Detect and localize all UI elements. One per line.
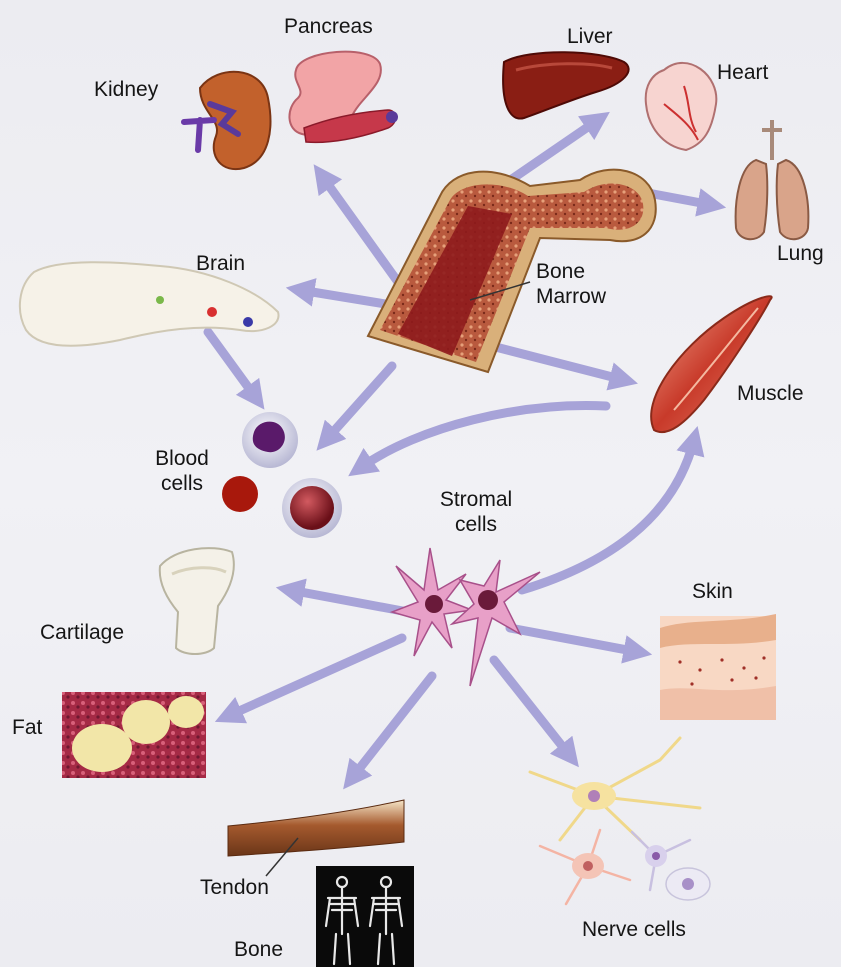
label-skin: Skin	[692, 579, 733, 604]
label-kidney: Kidney	[94, 77, 158, 102]
muscle-icon	[651, 296, 771, 432]
label-blood-cells-line-1: Blood	[142, 446, 222, 471]
label-lung: Lung	[777, 241, 824, 266]
label-stromal-cells-line-2: cells	[416, 512, 536, 537]
fat-tissue-icon	[62, 692, 206, 778]
nerve-cells-icon	[530, 738, 710, 904]
arrow-stromal-to-cartilage	[290, 590, 408, 612]
arrow-marrow-to-lung	[648, 193, 712, 205]
bone-skeleton-icon	[316, 866, 414, 967]
arrow-marrow-to-pancreas	[322, 176, 408, 296]
heart-icon	[646, 63, 717, 150]
arrow-marrow-to-muscle	[484, 344, 624, 380]
label-tendon: Tendon	[200, 875, 269, 900]
label-pancreas: Pancreas	[284, 14, 373, 39]
label-heart: Heart	[717, 60, 768, 85]
liver-icon	[503, 52, 629, 118]
label-bone: Bone	[234, 937, 283, 962]
blood-cells-icon	[222, 412, 342, 538]
label-blood-cells: Blood cells	[142, 446, 222, 496]
arrow-stromal-to-skin	[510, 628, 638, 652]
label-bone-marrow-line-2: Marrow	[536, 284, 606, 309]
pancreas-icon	[289, 52, 398, 143]
label-bone-marrow-line-1: Bone	[536, 259, 606, 284]
label-cartilage: Cartilage	[40, 620, 124, 645]
label-muscle: Muscle	[737, 381, 804, 406]
tendon-icon	[228, 800, 404, 876]
skin-tissue-icon	[660, 614, 776, 720]
cartilage-icon	[160, 548, 234, 654]
arrow-muscle-to-blood	[360, 406, 606, 468]
bone-marrow-icon	[368, 170, 656, 372]
lung-icon	[736, 120, 809, 239]
label-blood-cells-line-2: cells	[142, 471, 222, 496]
label-stromal-cells: Stromal cells	[416, 487, 536, 537]
label-liver: Liver	[567, 24, 613, 49]
arrow-stromal-to-fat	[228, 638, 402, 716]
label-stromal-cells-line-1: Stromal	[416, 487, 536, 512]
label-nerve-cells: Nerve cells	[582, 917, 686, 942]
label-brain: Brain	[196, 251, 245, 276]
arrow-stromal-to-tendon	[352, 676, 432, 778]
label-fat: Fat	[12, 715, 42, 740]
arrow-stromal-to-muscle	[522, 440, 694, 590]
kidney-icon	[184, 72, 270, 169]
arrow-brain-to-blood	[208, 332, 256, 398]
arrow-marrow-to-blood	[326, 366, 392, 440]
label-bone-marrow: Bone Marrow	[536, 259, 606, 309]
arrow-stromal-to-nerve	[494, 660, 570, 756]
stromal-cells-icon	[392, 548, 540, 686]
